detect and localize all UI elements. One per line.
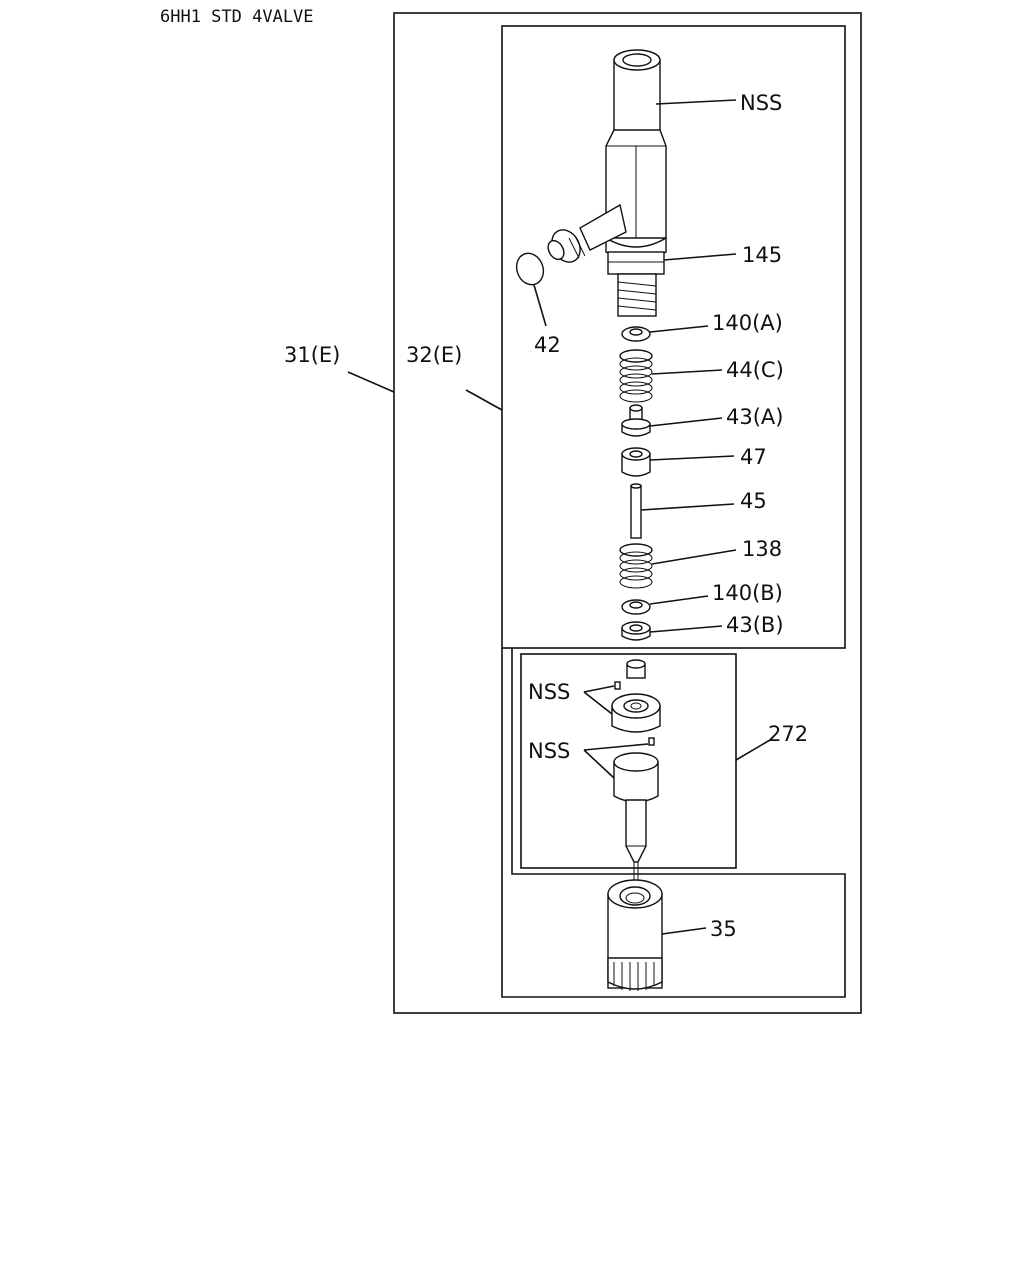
part-42-leader xyxy=(533,284,547,327)
part-43b xyxy=(621,621,651,641)
nozzle xyxy=(613,752,659,863)
part-35-label: 35 xyxy=(710,917,737,941)
part-45-label: 45 xyxy=(740,489,767,513)
nss-pins-upper-label: NSS xyxy=(528,680,570,704)
nozzle-kit-frame xyxy=(520,653,737,869)
inner-assembly-frame xyxy=(501,25,846,649)
part-140b-label: 140(B) xyxy=(712,581,783,605)
inner-assembly-label: 32(E) xyxy=(406,343,462,367)
nozzle-kit-leader xyxy=(735,739,771,761)
part-47 xyxy=(621,447,651,477)
part-145-label: 145 xyxy=(742,243,782,267)
part-45-leader xyxy=(640,503,735,511)
part-140a-leader xyxy=(649,325,709,333)
inner-assembly-leader xyxy=(465,389,503,411)
washer-140b xyxy=(621,599,651,615)
nss-pins-lower-leader-b xyxy=(583,749,615,779)
body-leader xyxy=(655,99,737,105)
part-43a-leader xyxy=(649,417,723,427)
part-140b-leader xyxy=(649,595,709,605)
push-rod-45 xyxy=(630,483,642,539)
nozzle-kit-label: 272 xyxy=(768,722,808,746)
injector-body xyxy=(547,49,667,317)
lower-assembly-frame xyxy=(501,648,846,998)
distance-piece xyxy=(626,659,646,679)
part-44c-label: 44(C) xyxy=(726,358,784,382)
part-47-label: 47 xyxy=(740,445,767,469)
spring-44c xyxy=(619,349,653,403)
dowel-pin-lower xyxy=(648,737,655,746)
diagram-title: 6HH1 STD 4VALVE xyxy=(160,7,314,27)
part-42-label: 42 xyxy=(534,333,561,357)
part-47-leader xyxy=(649,455,735,461)
o-ring-42 xyxy=(515,252,545,286)
outer-assembly-leader xyxy=(347,371,395,393)
part-44c-leader xyxy=(651,369,723,375)
spring-seat-43a xyxy=(621,404,651,437)
part-140a-label: 140(A) xyxy=(712,311,783,335)
outer-assembly-label: 31(E) xyxy=(284,343,340,367)
part-43b-label: 43(B) xyxy=(726,613,784,637)
part-138-label: 138 xyxy=(742,537,782,561)
part-43a-label: 43(A) xyxy=(726,405,783,429)
spacer-disc xyxy=(611,693,661,733)
part-138-leader xyxy=(651,549,737,565)
nss-pins-upper-leader-a xyxy=(583,685,615,693)
part-43b-leader xyxy=(649,625,723,633)
outer-assembly-frame xyxy=(393,12,862,1014)
part-35-leader xyxy=(661,927,707,935)
part-145-leader xyxy=(663,253,737,261)
washer-140a xyxy=(621,326,651,342)
dowel-pin-upper xyxy=(614,681,621,690)
nss-pins-lower-label: NSS xyxy=(528,739,570,763)
body-label: NSS xyxy=(740,91,782,115)
nss-pins-lower-leader-a xyxy=(583,743,649,751)
retaining-nut-35 xyxy=(607,879,663,991)
spring-138 xyxy=(619,543,653,589)
nss-pins-upper-leader-b xyxy=(583,691,613,715)
